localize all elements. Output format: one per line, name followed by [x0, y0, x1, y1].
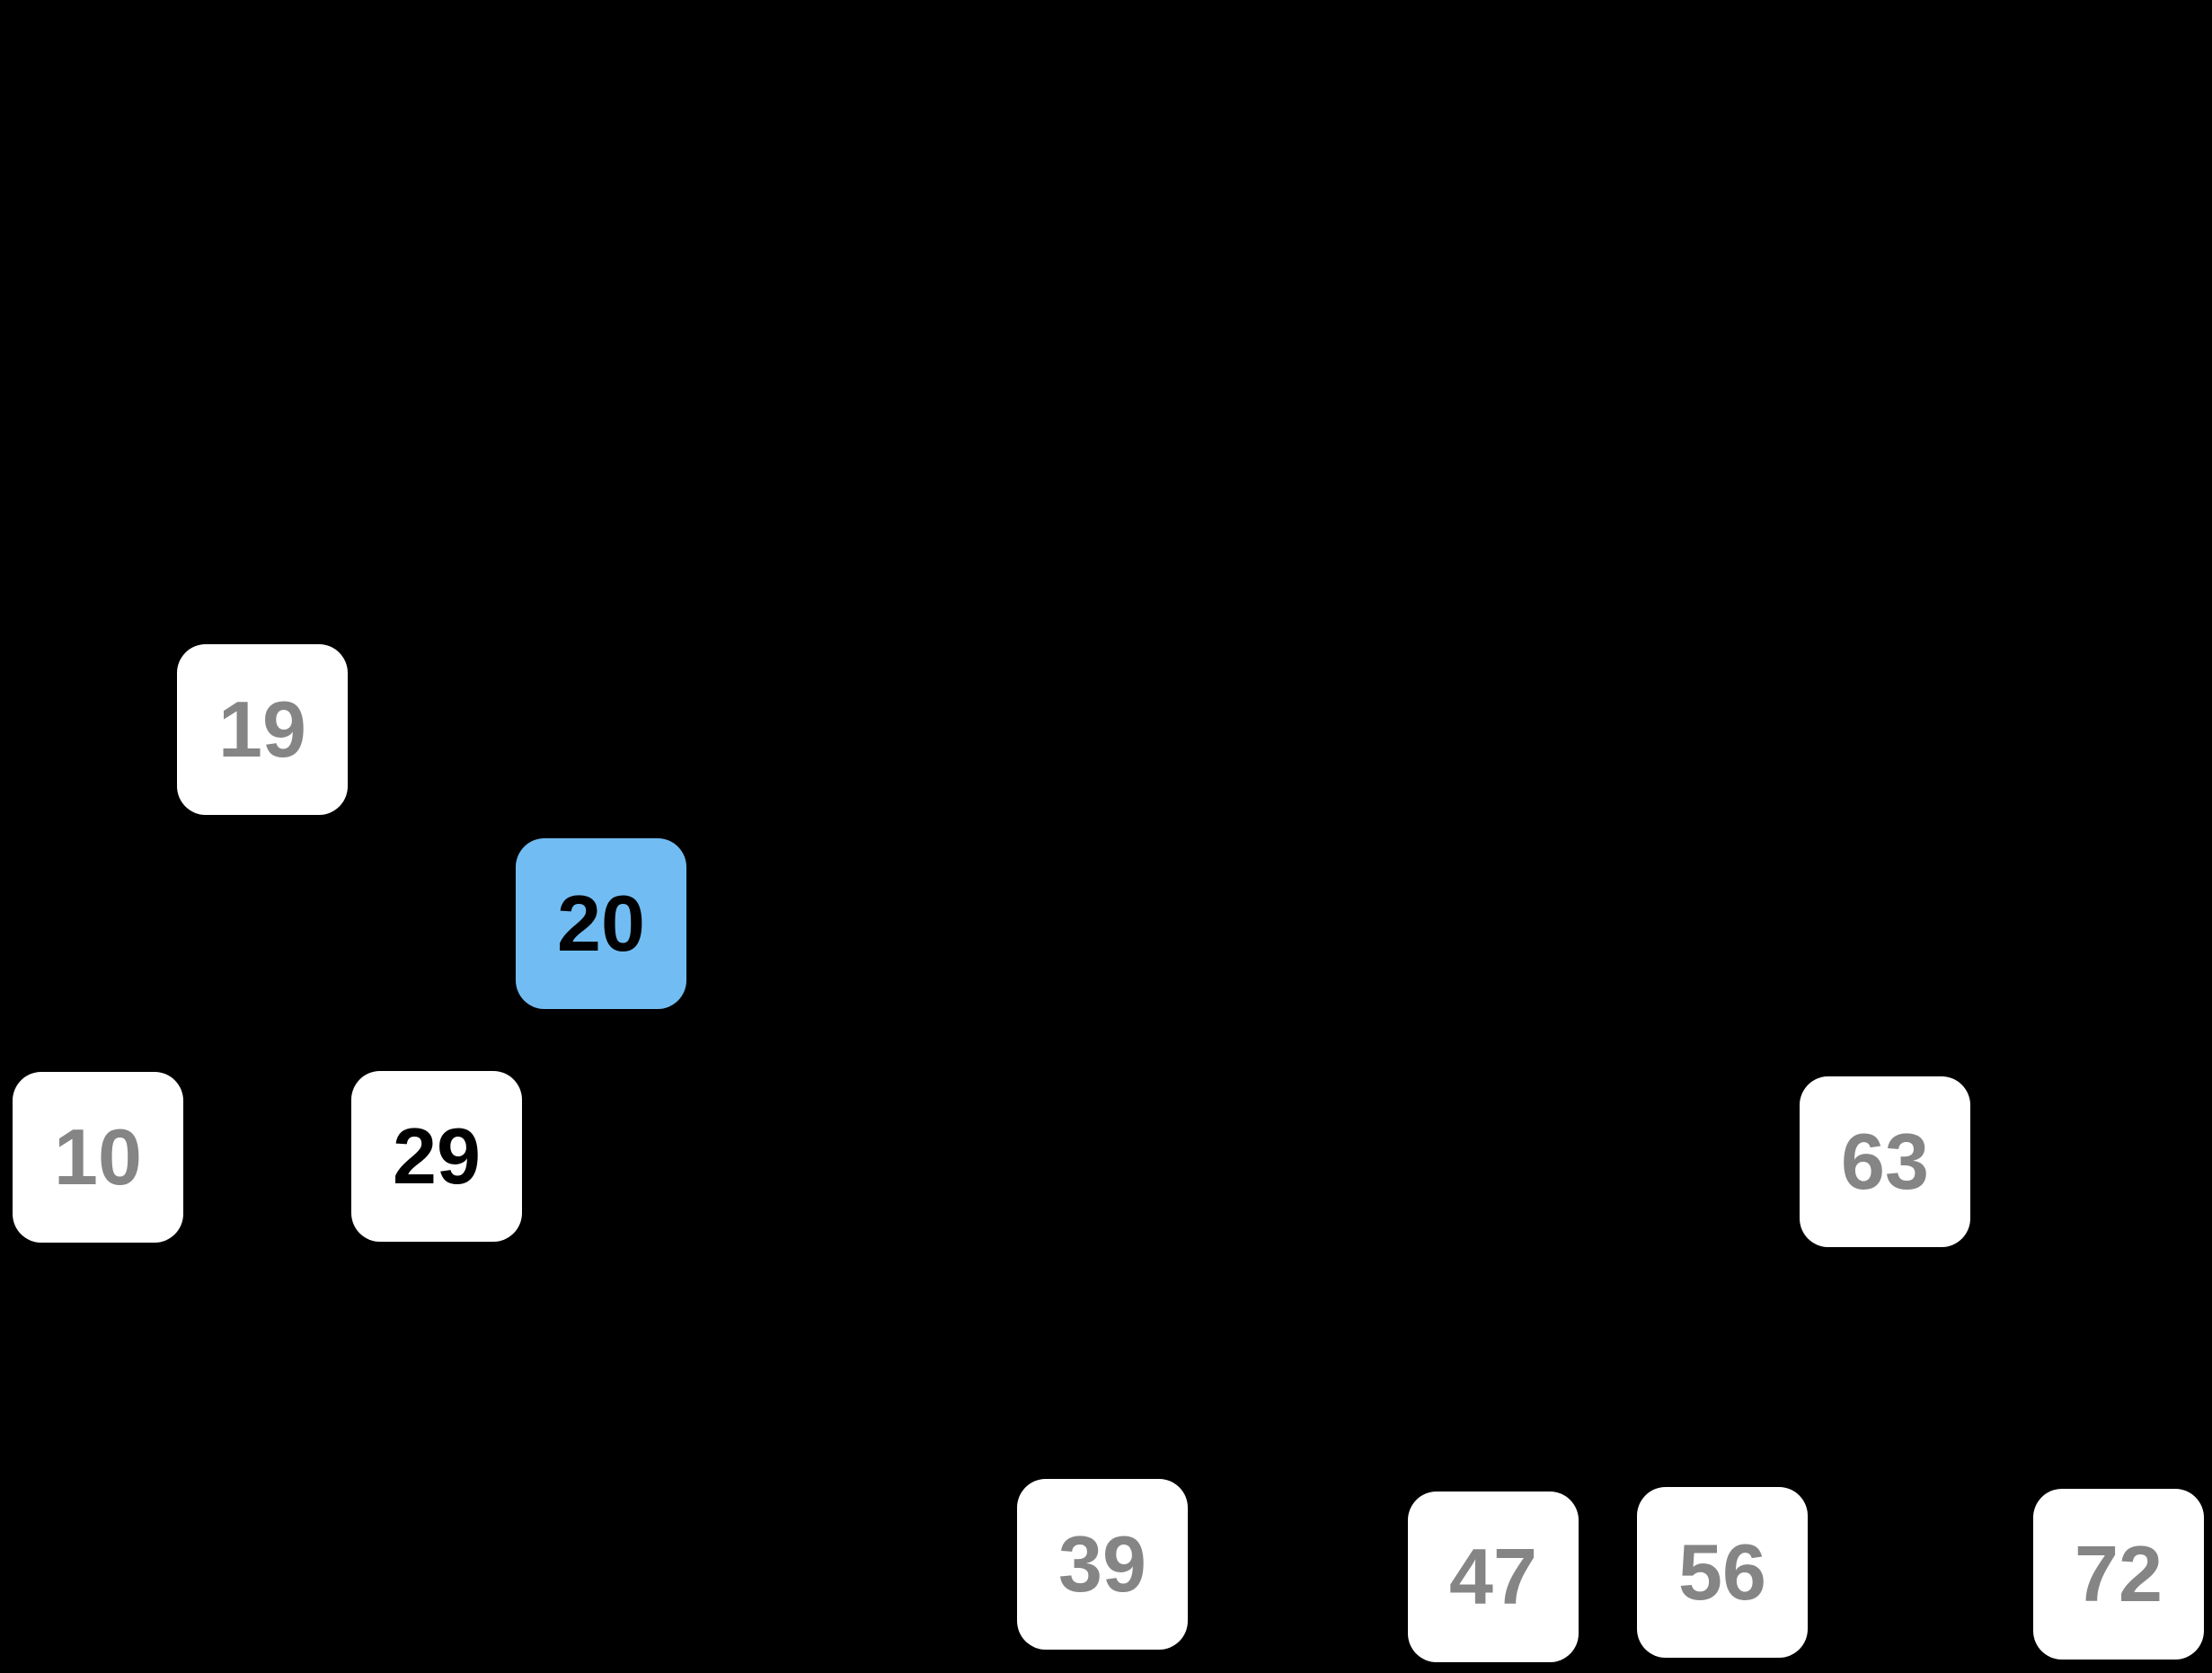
tree-node-value: 56	[1678, 1527, 1766, 1616]
tree-node-29[interactable]: 29	[351, 1071, 522, 1242]
tree-node-value: 63	[1841, 1117, 1929, 1206]
tree-node-56[interactable]: 56	[1637, 1487, 1808, 1658]
tree-node-value: 20	[557, 879, 645, 968]
tree-node-39[interactable]: 39	[1017, 1479, 1188, 1650]
tree-node-value: 39	[1058, 1519, 1146, 1608]
tree-node-63[interactable]: 63	[1800, 1076, 1970, 1247]
tree-node-19[interactable]: 19	[177, 644, 348, 815]
tree-node-value: 72	[2075, 1529, 2163, 1618]
tree-node-10[interactable]: 10	[13, 1072, 183, 1243]
tree-node-value: 47	[1449, 1532, 1537, 1621]
tree-node-47[interactable]: 47	[1408, 1492, 1579, 1662]
tree-node-value: 10	[54, 1112, 142, 1201]
tree-node-value: 29	[393, 1111, 481, 1200]
tree-node-72[interactable]: 72	[2033, 1489, 2204, 1660]
tree-node-20[interactable]: 20	[516, 838, 686, 1009]
tree-node-value: 19	[218, 685, 306, 774]
